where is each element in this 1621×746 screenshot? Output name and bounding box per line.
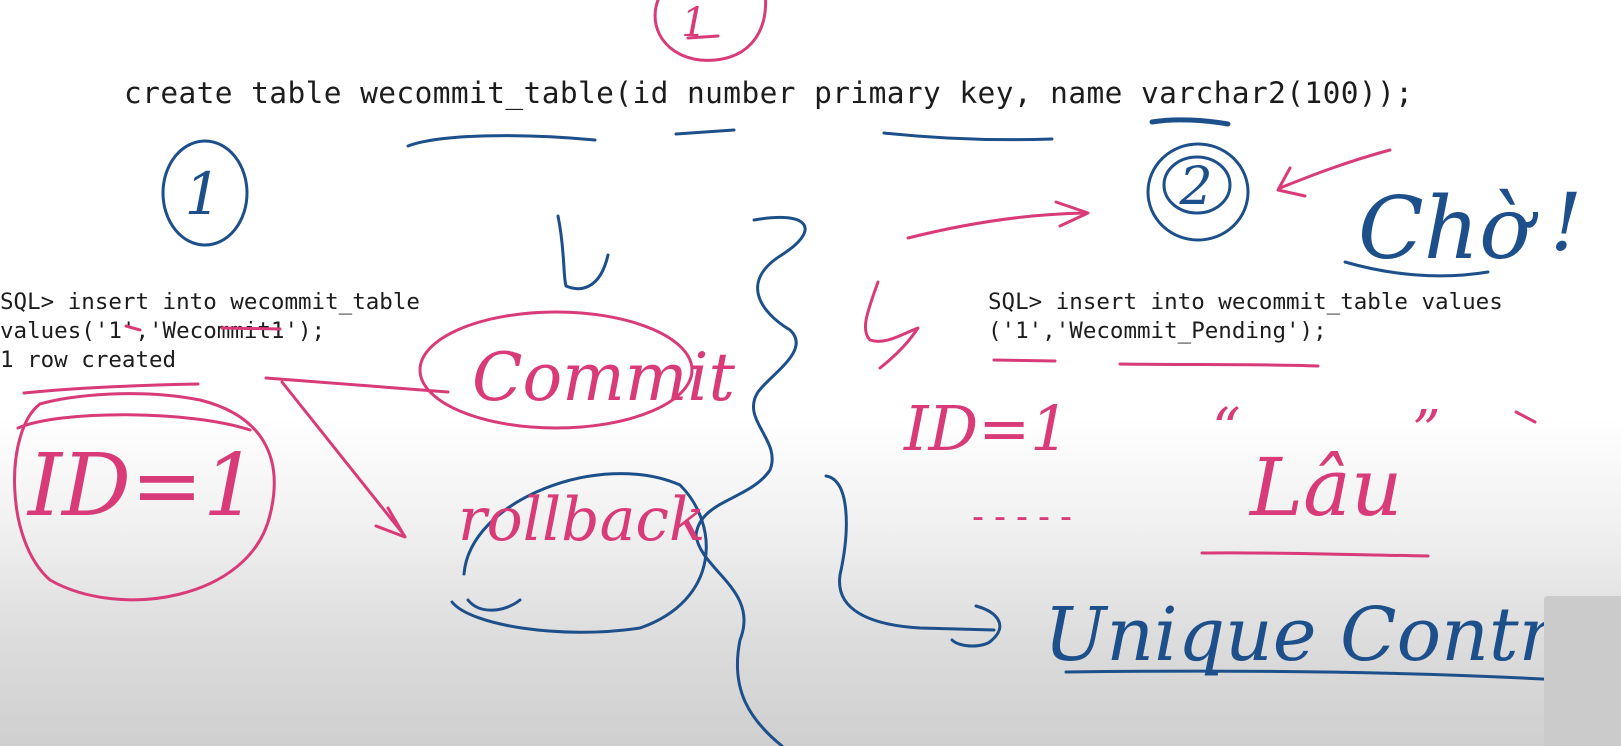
long-arrow [1200, 551, 1430, 558]
session-two-marker-label: 2 [1178, 157, 1212, 217]
quote-close: ” [1412, 399, 1441, 464]
session-two-marker: 2 [1146, 142, 1250, 242]
wait-dashes: - - - - - [972, 495, 1072, 536]
session-one-line-3: 1 row created [0, 347, 177, 373]
constraint-label: Unique Contraint, v [1044, 592, 1621, 678]
rollback-label: rollback [458, 485, 705, 555]
session-two-underlines [992, 358, 1320, 368]
create-table-statement: create table wecommit_table(id number pr… [124, 76, 1414, 110]
commit-annotation: Commit [418, 310, 736, 430]
constraint-arrow [824, 474, 1002, 648]
session-one-line-2: values('1','Wecommit1'); [0, 318, 326, 344]
session-one-sql: SQL> insert into wecommit_table values('… [0, 288, 420, 375]
arrow-wait [1276, 148, 1392, 198]
wait-annotation: Chờ ! [1343, 176, 1582, 279]
quote-open: “ [1212, 397, 1241, 462]
session-divider [694, 215, 807, 746]
long-label: Lâu [1248, 441, 1402, 534]
left-result-annotation: ID=1 [13, 392, 276, 602]
session-two-line-2: ('1','Wecommit_Pending'); [988, 318, 1327, 344]
session-one-underlines [22, 324, 282, 395]
video-corner-overlay [1544, 596, 1621, 746]
create-underlines [406, 117, 1231, 148]
rollback-annotation: rollback [450, 472, 708, 634]
session-one-marker-label: 1 [185, 160, 222, 228]
long-annotation: “ Lâu ” [1212, 397, 1537, 534]
right-result-label: ID=1 [903, 392, 1070, 465]
small-arrow [863, 280, 920, 370]
session-two-line-1: SQL> insert into wecommit_table values [988, 289, 1503, 315]
wait-exclaim: ! [1550, 176, 1582, 269]
session-two-sql: SQL> insert into wecommit_table values (… [988, 288, 1503, 346]
session-one-line-1: SQL> insert into wecommit_table [0, 289, 420, 315]
result-arrows [264, 376, 450, 539]
wait-label: Chờ [1358, 179, 1538, 279]
constraint-annotation: Unique Contraint, v [1044, 592, 1621, 682]
left-result-label: ID=1 [26, 436, 258, 536]
commit-label: Commit [472, 339, 736, 416]
arrow-to-session-two [906, 200, 1090, 240]
down-arrow [556, 214, 610, 291]
top-marker: 1 [653, 0, 768, 62]
session-one-marker: 1 [161, 139, 249, 247]
